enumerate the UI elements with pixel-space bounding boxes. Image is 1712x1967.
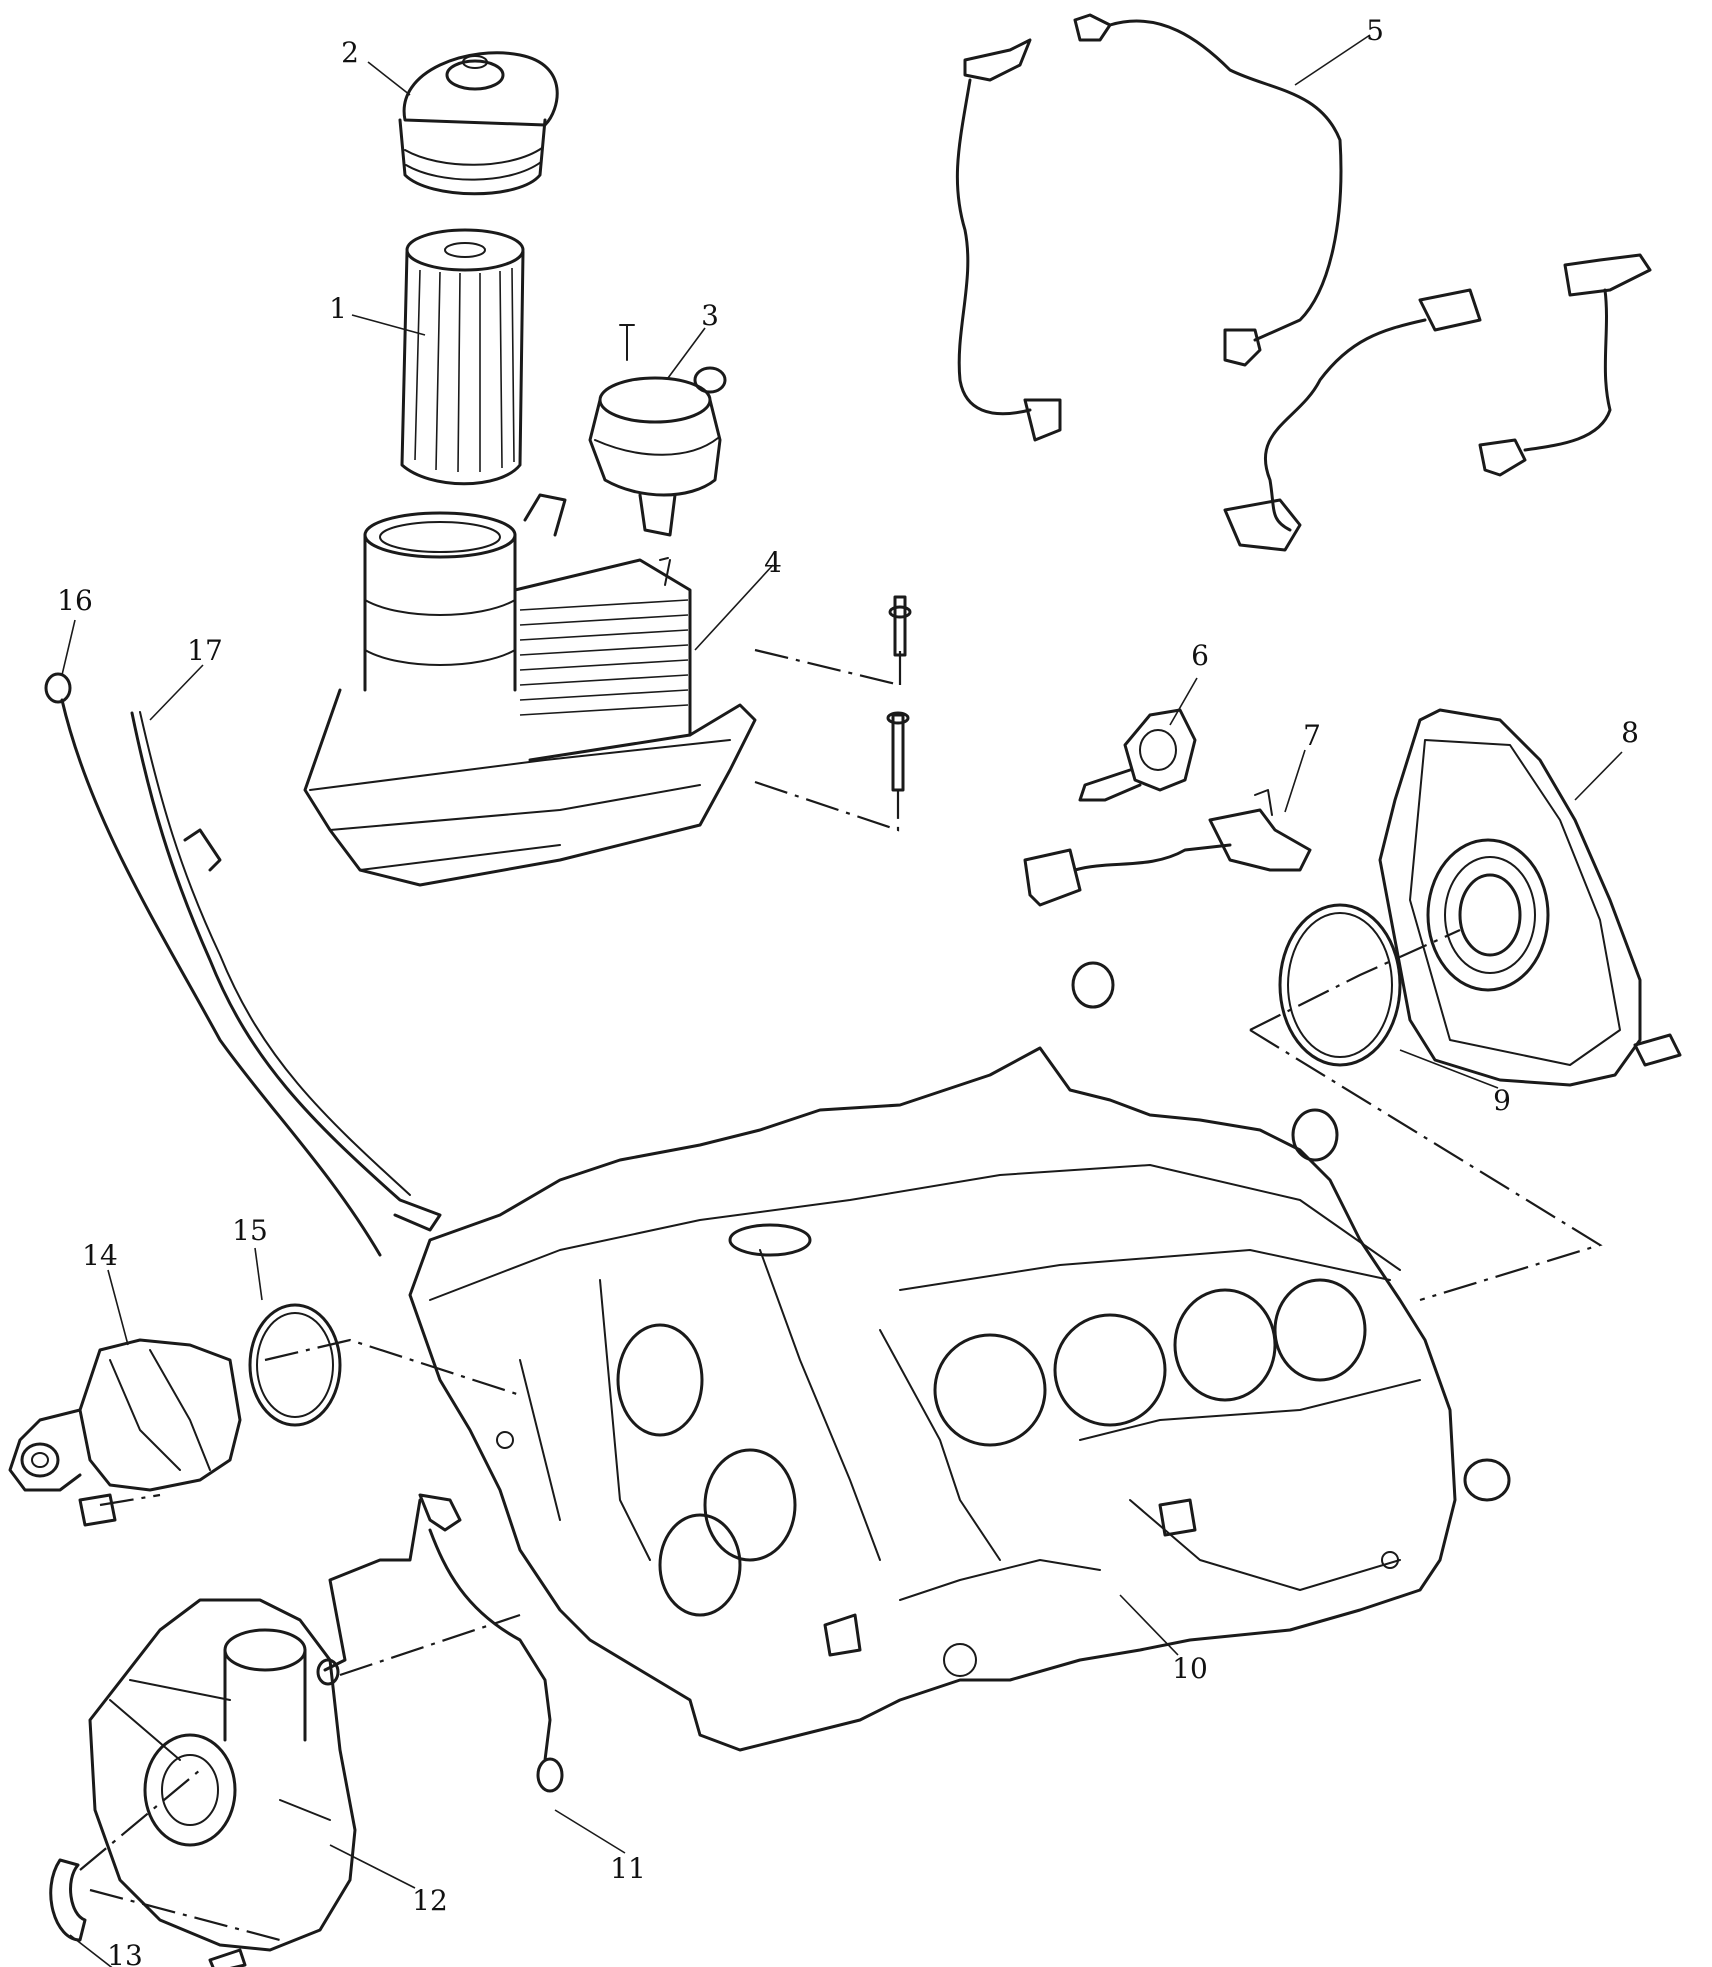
callout-6: 6 <box>1191 639 1209 672</box>
callout-10: 10 <box>1172 1652 1208 1685</box>
callout-15: 15 <box>232 1214 268 1247</box>
callout-4: 4 <box>764 546 782 579</box>
oil-filter-cap <box>398 51 559 196</box>
sensor-wiring-harnesses <box>955 13 1652 552</box>
oil-cooler-housing <box>303 493 757 887</box>
engine-block <box>408 1046 1457 1752</box>
callout-5: 5 <box>1366 14 1384 47</box>
oil-filter-adapter-cup <box>588 324 727 537</box>
knock-sensor-harness <box>316 1493 564 1793</box>
camshaft-position-sensor <box>1078 708 1197 802</box>
callout-13: 13 <box>107 1939 143 1967</box>
core-plugs <box>1071 961 1511 1502</box>
callout-1: 1 <box>329 292 347 325</box>
callout-11: 11 <box>610 1852 646 1885</box>
oil-filter-element <box>400 228 525 486</box>
callout-2: 2 <box>341 36 359 69</box>
rear-main-seal-cover <box>1249 708 1682 1302</box>
water-pump <box>8 1303 521 1527</box>
callout-8: 8 <box>1621 716 1639 749</box>
callout-12: 12 <box>412 1884 448 1917</box>
crankshaft-position-sensor <box>1023 789 1312 907</box>
cooler-housing-bolts <box>754 595 912 832</box>
callout-14: 14 <box>82 1239 118 1272</box>
oil-pump-front-cover <box>49 1598 521 1967</box>
callout-7: 7 <box>1303 719 1321 752</box>
callout-17: 17 <box>187 634 223 667</box>
callout-3: 3 <box>701 299 719 332</box>
callout-16: 16 <box>57 584 93 617</box>
callout-labels: 1 2 3 4 5 6 7 8 9 10 11 12 13 14 15 16 1… <box>57 14 1639 1967</box>
oil-dipstick-and-tube <box>44 672 442 1257</box>
callout-leaders <box>61 61 1623 1967</box>
callout-9: 9 <box>1493 1084 1511 1117</box>
